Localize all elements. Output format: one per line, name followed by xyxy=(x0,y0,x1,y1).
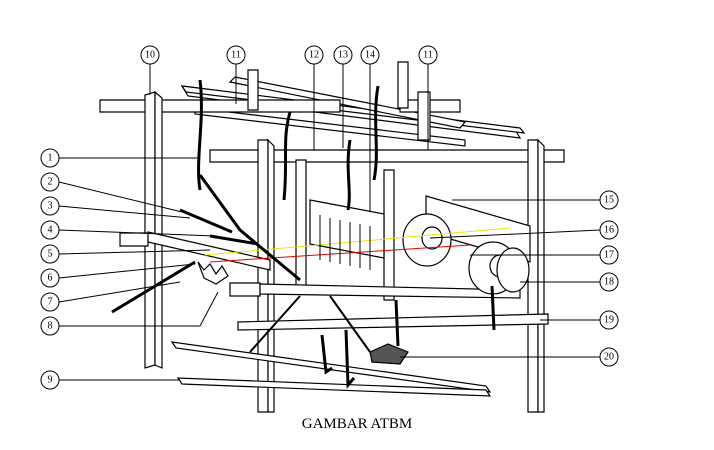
callout-13-circle xyxy=(333,45,353,65)
callout-18-circle xyxy=(599,272,619,292)
callout-numbers: 1 2 3 4 5 6 7 8 9 10 11 12 13 14 11 15 1… xyxy=(48,50,615,386)
cords xyxy=(111,79,496,389)
callout-4-label: 4 xyxy=(48,225,53,236)
callout-17-label: 17 xyxy=(604,250,614,261)
callout-12-label: 12 xyxy=(309,50,319,61)
callout-circles xyxy=(40,45,619,390)
callout-11b-circle xyxy=(418,45,438,65)
callout-16-circle xyxy=(599,220,619,240)
lower-cross-beam xyxy=(259,283,521,299)
callout-14-label: 14 xyxy=(365,50,375,61)
callout-14-circle xyxy=(360,45,380,65)
callout-12-circle xyxy=(304,45,324,65)
loom-frame xyxy=(99,61,565,413)
callout-20-label: 20 xyxy=(604,352,614,363)
lower-beam-end xyxy=(229,282,261,297)
callout-13-label: 13 xyxy=(338,50,348,61)
callout-2-circle xyxy=(40,172,60,192)
callout-10-circle xyxy=(140,45,160,65)
top-diagonal-beam-c xyxy=(228,76,467,129)
callout-9-label: 9 xyxy=(48,375,53,386)
callout-18-label: 18 xyxy=(604,277,614,288)
callout-10-label: 10 xyxy=(145,50,155,61)
treadle-cross-bar xyxy=(237,313,549,331)
top-left-bracket xyxy=(247,69,259,111)
callout-4-circle xyxy=(40,220,60,240)
callout-3-circle xyxy=(40,196,60,216)
front-left-post-side xyxy=(267,138,275,413)
callout-8-circle xyxy=(40,316,60,336)
front-left-post xyxy=(257,139,269,413)
batten-post-left xyxy=(295,159,307,291)
figure-caption: GAMBAR ATBM xyxy=(301,416,413,432)
ratchet-wheel xyxy=(496,247,530,293)
callout-15-label: 15 xyxy=(604,195,614,206)
rear-left-post-side xyxy=(154,90,163,369)
leader-lines xyxy=(58,64,601,381)
callout-6-label: 6 xyxy=(48,273,53,284)
callout-8-label: 8 xyxy=(48,321,53,332)
treadle-weight xyxy=(369,343,409,365)
yellow-warp-line xyxy=(204,227,511,256)
callout-1-circle xyxy=(40,148,60,168)
callout-19-circle xyxy=(599,310,619,330)
callout-19-label: 19 xyxy=(604,315,614,326)
callout-11a-label: 11 xyxy=(231,50,241,61)
callout-11a-circle xyxy=(226,45,246,65)
middle-cross-beam xyxy=(209,149,565,163)
callout-15-circle xyxy=(599,190,619,210)
breast-beam-end xyxy=(119,232,149,247)
treadle-b xyxy=(176,377,492,397)
callout-5-label: 5 xyxy=(48,249,53,260)
callout-7-circle xyxy=(40,292,60,312)
batten-post-right xyxy=(383,169,395,301)
callout-1-label: 1 xyxy=(48,153,53,164)
callout-2-label: 2 xyxy=(48,177,53,188)
front-right-post-side xyxy=(537,138,545,413)
top-right-block xyxy=(417,91,431,141)
callout-20-circle xyxy=(599,347,619,367)
callout-9-circle xyxy=(40,370,60,390)
callout-5-circle xyxy=(40,244,60,264)
toothed-roller xyxy=(197,261,229,285)
callout-11b-label: 11 xyxy=(423,50,433,61)
rear-left-post xyxy=(144,91,156,369)
front-right-post xyxy=(527,139,539,413)
callout-3-label: 3 xyxy=(48,201,53,212)
callout-16-label: 16 xyxy=(604,225,614,236)
callout-7-label: 7 xyxy=(48,297,53,308)
top-right-bracket xyxy=(397,61,409,109)
callout-6-circle xyxy=(40,268,60,288)
top-cross-beam-left xyxy=(99,99,341,113)
callout-17-circle xyxy=(599,245,619,265)
heddle-frame xyxy=(309,199,385,259)
